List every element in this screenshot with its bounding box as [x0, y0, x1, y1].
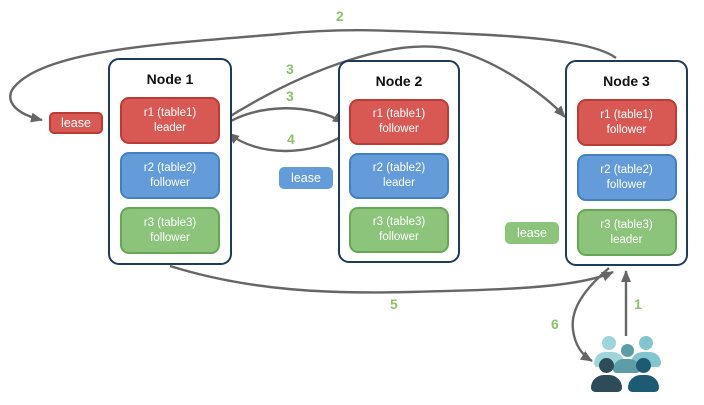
replica-name: r2 (table2)	[372, 161, 426, 174]
person-head	[635, 358, 651, 373]
replica-role: follower	[606, 178, 647, 191]
step-label-4: 4	[287, 131, 295, 147]
node1-replica-r1: r1 (table1) leader	[120, 97, 220, 144]
person-head	[602, 336, 616, 350]
replica-name: r2 (table2)	[600, 163, 653, 176]
users-group-icon	[584, 331, 664, 399]
node2-replica-r2: r2 (table2) leader	[349, 152, 449, 199]
node2-replica-r1: r1 (table1) follower	[349, 98, 449, 145]
node-title: Node 2	[375, 73, 423, 89]
person-icon	[628, 358, 659, 392]
lease-label: lease	[517, 226, 547, 240]
person-head	[598, 358, 614, 373]
arrow-step-4-node2-to-node1	[227, 132, 348, 153]
step-label-6: 6	[551, 316, 559, 332]
step-label-5: 5	[390, 296, 398, 312]
arrow-step-3-node1-to-node3	[223, 45, 566, 122]
replica-name: r2 (table2)	[143, 161, 197, 174]
replica-role: leader	[154, 121, 186, 134]
replica-name: r3 (table3)	[143, 216, 197, 229]
node3-replica-r2: r2 (table2) follower	[576, 154, 677, 201]
lease-label: lease	[291, 171, 321, 185]
replica-role: leader	[383, 176, 415, 189]
node1-replica-r2: r2 (table2) follower	[120, 152, 220, 199]
replica-role: follower	[150, 176, 190, 189]
arrow-step-6-node3-to-users	[571, 267, 610, 363]
lease-badge-table3: lease	[505, 222, 559, 244]
step-label-2: 2	[336, 8, 344, 24]
replica-name: r1 (table1)	[143, 106, 197, 119]
node3-replica-r3: r3 (table3) leader	[576, 209, 677, 256]
person-icon	[591, 358, 622, 392]
person-torso	[591, 375, 622, 392]
node-title: Node 1	[146, 71, 194, 87]
person-head	[620, 344, 634, 357]
replica-role: follower	[379, 122, 419, 135]
replica-name: r1 (table1)	[600, 108, 653, 121]
person-head	[639, 336, 653, 350]
lease-label: lease	[61, 116, 91, 130]
replica-name: r1 (table1)	[372, 107, 426, 120]
replica-role: follower	[379, 230, 419, 243]
replica-name: r3 (table3)	[600, 218, 653, 231]
node-3: Node 3 r1 (table1) follower r2 (table2) …	[565, 60, 688, 266]
node-1: Node 1 r1 (table1) leader r2 (table2) fo…	[108, 58, 232, 265]
node2-replica-r3: r3 (table3) follower	[349, 206, 449, 253]
node-title: Node 3	[603, 73, 650, 89]
node1-replica-r3: r3 (table3) follower	[120, 207, 220, 254]
replica-role: leader	[610, 233, 643, 246]
arrow-step-5-node1-to-node3	[169, 264, 614, 294]
lease-badge-table1: lease	[49, 112, 103, 134]
person-icon	[612, 344, 642, 373]
replica-role: follower	[150, 231, 190, 244]
step-label-3-upper: 3	[286, 61, 294, 77]
node3-replica-r1: r1 (table1) follower	[576, 99, 677, 146]
person-torso	[628, 375, 659, 392]
lease-badge-table2: lease	[279, 167, 333, 189]
arrow-step-2-node3-to-lease1	[9, 29, 617, 123]
step-label-3-lower: 3	[286, 88, 294, 104]
replica-role: follower	[606, 123, 647, 136]
person-torso	[613, 359, 640, 373]
replica-name: r3 (table3)	[372, 215, 426, 228]
arrow-step-3-node1-to-node2	[223, 107, 345, 127]
node-2: Node 2 r1 (table1) follower r2 (table2) …	[338, 60, 460, 263]
step-label-1: 1	[634, 296, 642, 312]
